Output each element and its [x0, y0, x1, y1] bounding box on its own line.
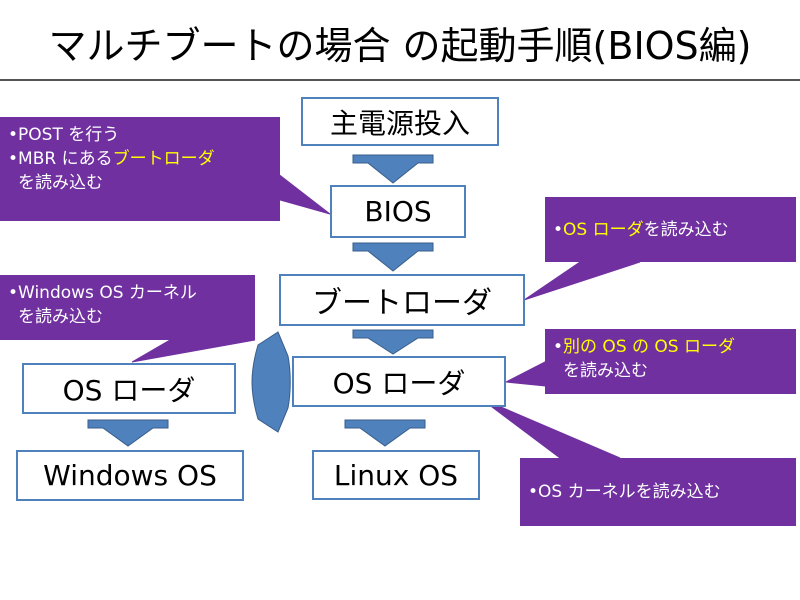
windows-callout-line1: •Windows OS カーネル — [8, 283, 197, 303]
bios-callout-line2-prefix: •MBR にある — [8, 149, 113, 169]
windows-callout: •Windows OS カーネル を読み込む — [0, 275, 255, 340]
osloader-callout: •別の OS の OS ローダ を読み込む — [545, 329, 796, 394]
windows-callout-tail — [131, 339, 256, 363]
osloader-callout-tail — [504, 361, 546, 387]
bios-callout-line1: •POST を行う — [8, 125, 120, 145]
arrow-down-power-bios — [352, 154, 434, 184]
bootloader-callout-highlight: OS ローダ — [563, 219, 644, 240]
arrow-left-osloader — [251, 331, 291, 433]
power-on-label: 主電源投入 — [329, 106, 470, 140]
osloader-callout-bullet: • — [553, 337, 564, 357]
bios-callout-line2: •MBR にあるブートローダ — [8, 147, 272, 171]
windows-os-label: Windows OS — [43, 459, 217, 492]
bios-label: BIOS — [364, 195, 432, 228]
osloader-callout-line1: •別の OS の OS ローダ — [553, 335, 788, 359]
bootloader-callout: •OS ローダを読み込む — [545, 197, 796, 262]
linux-os-box: Linux OS — [312, 450, 480, 500]
os-loader-label: OS ローダ — [332, 366, 466, 400]
bootloader-callout-line: •OS ローダを読み込む — [553, 218, 729, 242]
title-divider — [0, 79, 800, 81]
osloader-callout-highlight: 別の OS の OS ローダ — [563, 337, 735, 357]
linux-callout-line1: •OS カーネルを読み込む — [528, 482, 721, 502]
windows-os-box: Windows OS — [16, 450, 244, 501]
linux-callout-tail — [479, 397, 621, 459]
arrow-down-bootloader-osloader — [352, 329, 434, 355]
arrow-down-osloader-linux — [344, 419, 426, 447]
windows-callout-line2: を読み込む — [18, 307, 103, 327]
page-title: マルチブートの場合 の起動手順(BIOS編) — [48, 24, 752, 68]
power-on-box: 主電源投入 — [301, 97, 499, 146]
bootloader-label: ブートローダ — [312, 286, 492, 321]
arrow-down-osloader-windows — [87, 419, 169, 447]
bios-callout-highlight: ブートローダ — [112, 149, 215, 169]
bios-box: BIOS — [330, 185, 466, 238]
bootloader-callout-bullet: • — [553, 219, 564, 240]
os-loader-left-label: OS ローダ — [62, 373, 196, 407]
osloader-callout-line2: を読み込む — [563, 361, 648, 381]
bios-callout: •POST を行う •MBR にあるブートローダ を読み込む — [0, 117, 280, 221]
os-loader-box: OS ローダ — [292, 356, 506, 407]
linux-os-label: Linux OS — [333, 458, 459, 492]
bootloader-callout-tail — [523, 261, 641, 301]
bootloader-callout-suffix: を読み込む — [643, 219, 729, 240]
arrow-down-bios-bootloader — [352, 242, 434, 272]
bios-callout-line3: を読み込む — [18, 173, 103, 193]
os-loader-left-box: OS ローダ — [22, 363, 236, 414]
linux-callout: •OS カーネルを読み込む — [520, 458, 796, 526]
bootloader-box: ブートローダ — [279, 274, 525, 326]
